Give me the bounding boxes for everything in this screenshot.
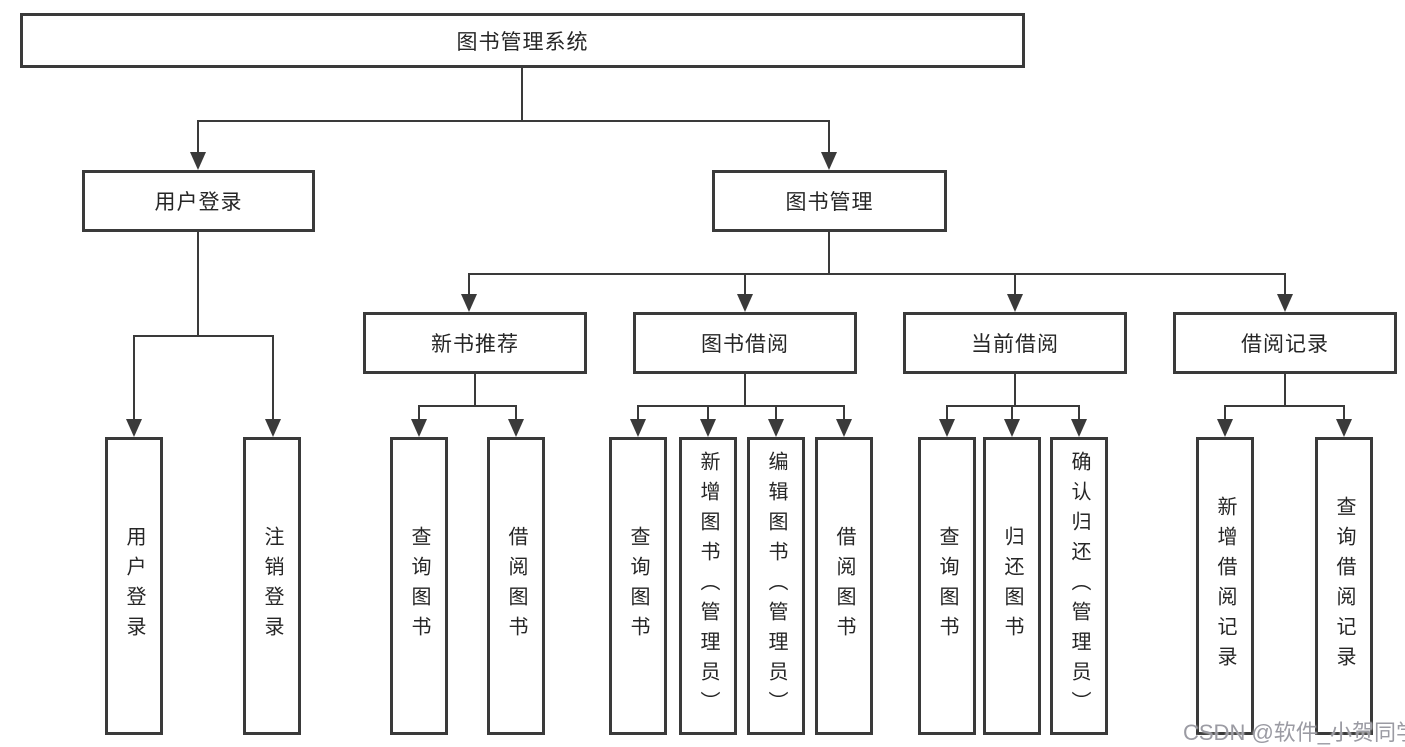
arrow-down-icon	[700, 419, 716, 437]
connector-line	[133, 335, 135, 421]
arrow-down-icon	[1071, 419, 1087, 437]
node-user-login: 用户登录	[82, 170, 315, 232]
connector-line	[1011, 405, 1013, 421]
leaf-label: 查询图书	[627, 526, 649, 646]
connector-line	[418, 405, 517, 407]
arrow-down-icon	[939, 419, 955, 437]
connector-line	[946, 405, 948, 421]
connector-line	[843, 405, 845, 421]
connector-line	[468, 273, 470, 296]
node-label: 用户登录	[154, 191, 243, 214]
leaf-confirm-return-admin: 确认归还（管理员）	[1050, 437, 1108, 735]
node-new-book-recommendation: 新书推荐	[363, 312, 587, 374]
arrow-down-icon	[190, 152, 206, 170]
node-current-borrowing: 当前借阅	[903, 312, 1127, 374]
connector-line	[637, 405, 639, 421]
arrow-down-icon	[737, 294, 753, 312]
node-book-borrowing: 图书借阅	[633, 312, 857, 374]
connector-line	[828, 120, 830, 156]
connector-line	[272, 335, 274, 421]
connector-line	[744, 374, 746, 405]
leaf-label: 查询借阅记录	[1333, 496, 1355, 676]
leaf-borrow-books: 借阅图书	[815, 437, 873, 735]
connector-line	[1014, 374, 1016, 405]
arrow-down-icon	[126, 419, 142, 437]
connector-line	[775, 405, 777, 421]
node-label: 当前借阅	[971, 333, 1059, 356]
connector-line	[197, 120, 830, 122]
connector-line	[468, 273, 1285, 275]
arrow-down-icon	[265, 419, 281, 437]
node-label: 图书管理	[785, 191, 874, 214]
arrow-down-icon	[1336, 419, 1352, 437]
leaf-label: 归还图书	[1001, 526, 1023, 646]
node-label: 借阅记录	[1241, 333, 1329, 356]
arrow-down-icon	[1217, 419, 1233, 437]
connector-line	[946, 405, 1080, 407]
leaf-label: 新增借阅记录	[1214, 496, 1236, 676]
connector-line	[418, 405, 420, 421]
connector-line	[1224, 405, 1344, 407]
leaf-label: 用户登录	[123, 526, 145, 646]
leaf-label: 借阅图书	[833, 526, 855, 646]
node-borrowing-records: 借阅记录	[1173, 312, 1397, 374]
leaf-edit-books-admin: 编辑图书（管理员）	[747, 437, 805, 735]
arrow-down-icon	[411, 419, 427, 437]
connector-line	[637, 405, 845, 407]
leaf-label: 查询图书	[408, 526, 430, 646]
connector-line	[1224, 405, 1226, 421]
leaf-query-borrow-record: 查询借阅记录	[1315, 437, 1373, 735]
leaf-add-books-admin: 新增图书（管理员）	[679, 437, 737, 735]
leaf-label: 借阅图书	[505, 526, 527, 646]
arrow-down-icon	[630, 419, 646, 437]
leaf-logout: 注销登录	[243, 437, 301, 735]
arrow-down-icon	[768, 419, 784, 437]
connector-line	[474, 374, 476, 405]
connector-line	[1343, 405, 1345, 421]
arrow-down-icon	[1007, 294, 1023, 312]
node-label: 图书借阅	[701, 333, 789, 356]
arrow-down-icon	[1004, 419, 1020, 437]
connector-line	[707, 405, 709, 421]
node-library-management-system: 图书管理系统	[20, 13, 1025, 68]
leaf-query-books-borrow: 查询图书	[609, 437, 667, 735]
node-book-management: 图书管理	[712, 170, 947, 232]
leaf-label: 编辑图书（管理员）	[765, 451, 787, 721]
connector-line	[1284, 374, 1286, 405]
leaf-query-books-recommend: 查询图书	[390, 437, 448, 735]
leaf-label: 查询图书	[936, 526, 958, 646]
node-label: 图书管理系统	[456, 30, 589, 54]
connector-line	[515, 405, 517, 421]
arrow-down-icon	[508, 419, 524, 437]
connector-line	[133, 335, 274, 337]
arrow-down-icon	[1277, 294, 1293, 312]
leaf-user-login: 用户登录	[105, 437, 163, 735]
connector-line	[1014, 273, 1016, 296]
arrow-down-icon	[461, 294, 477, 312]
leaf-borrow-books-recommend: 借阅图书	[487, 437, 545, 735]
connector-line	[1078, 405, 1080, 421]
csdn-watermark: CSDN @软件_小贺同学	[1183, 720, 1405, 745]
connector-line	[828, 232, 830, 273]
connector-line	[197, 232, 199, 335]
connector-line	[521, 68, 523, 120]
leaf-return-books: 归还图书	[983, 437, 1041, 735]
connector-line	[197, 120, 199, 156]
leaf-label: 注销登录	[261, 526, 283, 646]
leaf-query-books-current: 查询图书	[918, 437, 976, 735]
node-label: 新书推荐	[431, 333, 519, 356]
connector-line	[1284, 273, 1286, 296]
leaf-label: 新增图书（管理员）	[697, 451, 719, 721]
leaf-add-borrow-record: 新增借阅记录	[1196, 437, 1254, 735]
leaf-label: 确认归还（管理员）	[1068, 451, 1090, 721]
arrow-down-icon	[836, 419, 852, 437]
connector-line	[744, 273, 746, 296]
arrow-down-icon	[821, 152, 837, 170]
